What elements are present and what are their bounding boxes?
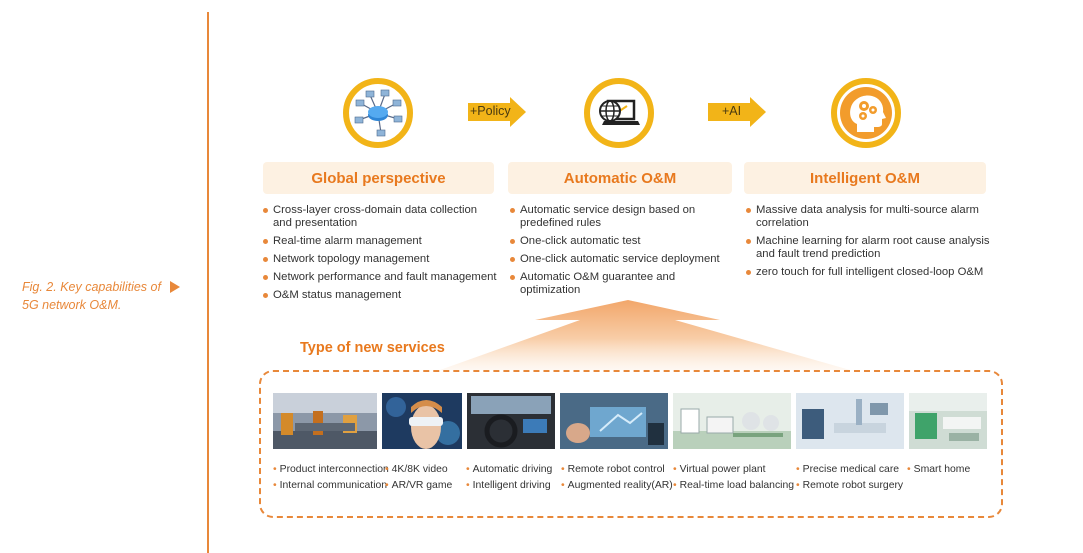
column-title-intelligent: Intelligent O&M [744,162,986,194]
service-label: Product interconnection [273,464,389,475]
vr-headset-image [382,393,462,449]
automatic-capabilities-list: Automatic service design based on predef… [509,204,735,302]
car-dashboard-image [467,393,555,449]
ai-head-gears-icon [831,78,901,148]
ai-arrow: +AI [708,97,766,127]
divider-line [207,12,209,553]
list-item: Automatic service design based on predef… [509,204,735,230]
list-item: Real-time alarm management [262,235,498,248]
list-item: O&M status management [262,289,498,302]
policy-arrow-label: +Policy [470,104,511,118]
list-item: Cross-layer cross-domain data collection… [262,204,498,230]
list-item: One-click automatic service deployment [509,253,735,266]
triangle-pointer-icon [170,281,180,293]
figure-caption: Fig. 2. Key capabilities of 5G network O… [22,278,192,314]
intelligent-capabilities-list: Massive data analysis for multi-source a… [745,204,991,284]
caption-line-2: 5G network O&M. [22,298,122,312]
service-label: Smart home [907,464,971,475]
smart-home-image [909,393,987,449]
upward-fan-arrow [440,300,850,370]
list-item: Automatic O&M guarantee and optimization [509,271,735,297]
service-label: Remote robot control [561,464,665,475]
global-capabilities-list: Cross-layer cross-domain data collection… [262,204,498,307]
list-item: zero touch for full intelligent closed-l… [745,266,991,279]
service-label: Augmented reality(AR) [561,480,673,491]
list-item: One-click automatic test [509,235,735,248]
services-title: Type of new services [300,340,445,356]
policy-arrow: +Policy [468,97,526,127]
service-label: Real-time load balancing [673,480,794,491]
service-label: Virtual power plant [673,464,766,475]
service-label: 4K/8K video [385,464,448,475]
network-nodes-icon [343,78,413,148]
caption-line-1: Fig. 2. Key capabilities of [22,280,161,294]
service-label: Intelligent driving [466,480,551,491]
list-item: Network topology management [262,253,498,266]
medical-robot-image [796,393,904,449]
service-label: Remote robot surgery [796,480,904,491]
factory-robots-image [273,393,377,449]
ai-arrow-label: +AI [722,104,742,118]
service-label: Precise medical care [796,464,899,475]
list-item: Network performance and fault management [262,271,498,284]
service-label: Internal communication [273,480,387,491]
service-label: Automatic driving [466,464,553,475]
remote-robot-control-image [560,393,668,449]
service-label: AR/VR game [385,480,453,491]
column-title-global: Global perspective [263,162,494,194]
laptop-globe-icon [584,78,654,148]
virtual-power-plant-image [673,393,791,449]
list-item: Machine learning for alarm root cause an… [745,235,991,261]
list-item: Massive data analysis for multi-source a… [745,204,991,230]
column-title-automatic: Automatic O&M [508,162,732,194]
services-box [259,370,1003,518]
